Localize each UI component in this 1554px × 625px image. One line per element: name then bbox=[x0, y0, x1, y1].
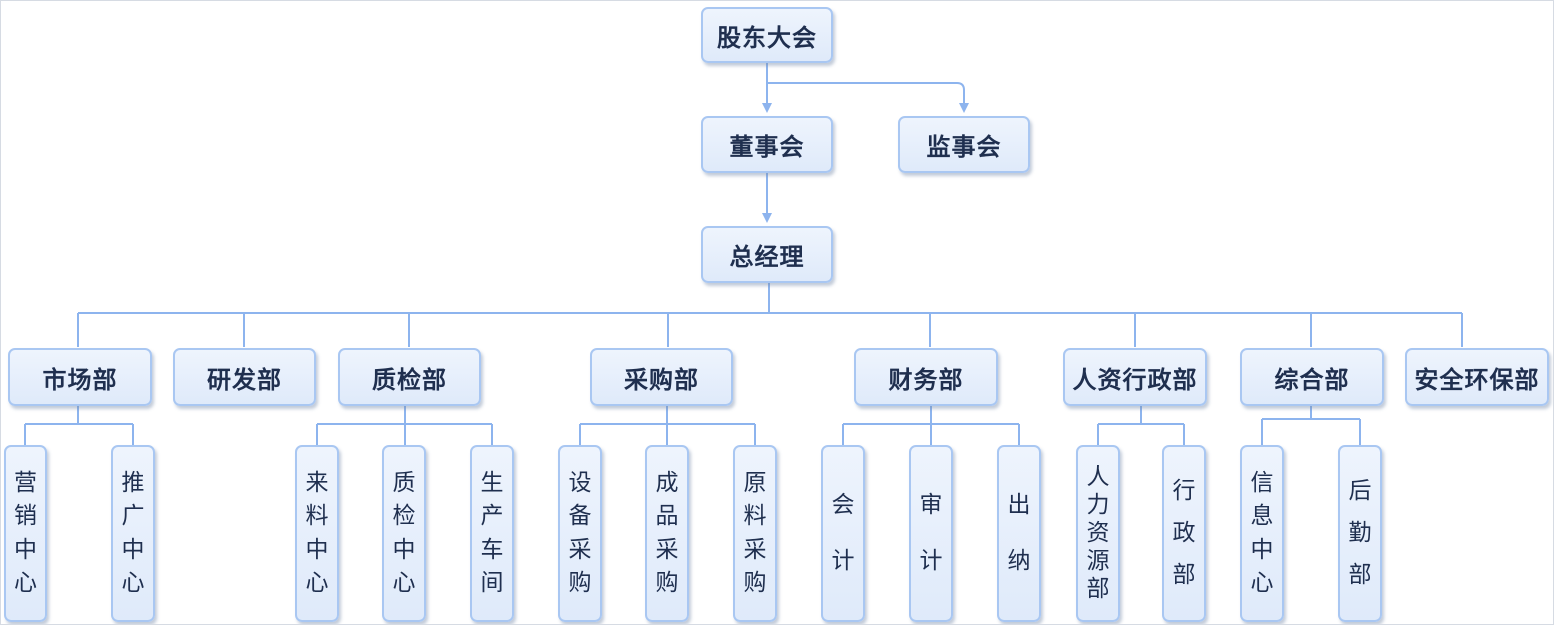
line-marketing-sub bbox=[24, 406, 134, 445]
node-shareholders-meeting: 股东大会 bbox=[701, 7, 833, 63]
node-char: 后 bbox=[1348, 478, 1372, 504]
node-char: 心 bbox=[1250, 570, 1274, 597]
node-information-center: 信息中心 bbox=[1240, 445, 1284, 622]
node-char: 营 bbox=[14, 469, 37, 496]
node-finished-goods-purchasing: 成品采购 bbox=[645, 445, 689, 622]
node-char: 推 bbox=[121, 469, 145, 496]
node-char: 力 bbox=[1086, 492, 1110, 518]
node-char: 计 bbox=[831, 548, 855, 574]
node-char: 备 bbox=[568, 503, 592, 530]
node-board-of-directors: 董事会 bbox=[701, 116, 833, 173]
node-rnd-dept: 研发部 bbox=[173, 348, 316, 406]
node-char: 中 bbox=[1250, 536, 1274, 563]
node-char: 采 bbox=[655, 536, 679, 563]
node-char: 生 bbox=[480, 469, 504, 496]
line-qc-sub bbox=[316, 406, 493, 445]
node-general-dept: 综合部 bbox=[1240, 348, 1384, 406]
node-char: 品 bbox=[655, 503, 679, 530]
node-char: 设 bbox=[568, 469, 592, 496]
node-char: 采 bbox=[743, 536, 767, 563]
node-char: 出 bbox=[1007, 492, 1031, 518]
line-general-sub bbox=[1261, 406, 1361, 445]
node-char: 广 bbox=[121, 503, 145, 530]
line-purchasing-sub bbox=[579, 406, 756, 445]
node-char: 勤 bbox=[1348, 520, 1372, 546]
node-promotion-center: 推广中心 bbox=[111, 445, 155, 622]
node-sales-center: 营销中心 bbox=[4, 445, 47, 622]
node-audit: 审计 bbox=[909, 445, 953, 622]
line-shareholders-supervisors bbox=[767, 82, 969, 113]
node-purchasing-dept: 采购部 bbox=[590, 348, 733, 406]
node-char: 中 bbox=[305, 536, 329, 563]
node-accounting: 会计 bbox=[821, 445, 865, 622]
line-finance-sub bbox=[842, 406, 1020, 445]
node-cashier: 出纳 bbox=[997, 445, 1041, 622]
node-quality-inspection-center: 质检中心 bbox=[382, 445, 426, 622]
node-char: 料 bbox=[743, 503, 767, 530]
node-char: 检 bbox=[392, 503, 416, 530]
line-hradmin-sub bbox=[1097, 406, 1185, 445]
node-char: 计 bbox=[919, 548, 943, 574]
node-qc-dept: 质检部 bbox=[338, 348, 481, 406]
node-raw-material-purchasing: 原料采购 bbox=[733, 445, 777, 622]
node-production-workshop: 生产车间 bbox=[470, 445, 514, 622]
node-char: 料 bbox=[305, 503, 329, 530]
node-char: 纳 bbox=[1007, 548, 1031, 574]
node-char: 息 bbox=[1250, 503, 1274, 530]
node-char: 资 bbox=[1086, 520, 1110, 546]
node-marketing-dept: 市场部 bbox=[8, 348, 152, 406]
node-char: 中 bbox=[392, 536, 416, 563]
node-char: 来 bbox=[305, 469, 329, 496]
node-char: 质 bbox=[392, 469, 416, 496]
node-char: 原 bbox=[743, 469, 767, 496]
node-char: 信 bbox=[1250, 469, 1274, 496]
node-board-of-supervisors: 监事会 bbox=[898, 116, 1030, 173]
node-char: 中 bbox=[121, 536, 145, 563]
node-logistics: 后勤部 bbox=[1338, 445, 1382, 622]
node-finance-dept: 财务部 bbox=[854, 348, 998, 406]
node-char: 购 bbox=[743, 570, 767, 597]
node-general-manager: 总经理 bbox=[701, 226, 833, 283]
node-char: 采 bbox=[568, 536, 592, 563]
node-char: 产 bbox=[480, 503, 504, 530]
node-char: 人 bbox=[1086, 464, 1110, 490]
node-char: 审 bbox=[919, 492, 943, 518]
node-incoming-material-center: 来料中心 bbox=[295, 445, 339, 622]
node-char: 购 bbox=[655, 570, 679, 597]
node-char: 车 bbox=[480, 536, 504, 563]
node-char: 心 bbox=[121, 570, 145, 597]
line-gm-departments bbox=[77, 283, 1463, 347]
node-equipment-purchasing: 设备采购 bbox=[558, 445, 602, 622]
node-hr-admin-dept: 人资行政部 bbox=[1063, 348, 1207, 406]
node-char: 成 bbox=[655, 469, 679, 496]
node-char: 心 bbox=[305, 570, 329, 597]
node-char: 购 bbox=[568, 570, 592, 597]
node-char: 源 bbox=[1086, 548, 1110, 574]
node-char: 心 bbox=[392, 570, 416, 597]
node-char: 政 bbox=[1172, 520, 1196, 546]
node-administration: 行政部 bbox=[1162, 445, 1206, 622]
node-char: 会 bbox=[831, 492, 855, 518]
node-char: 行 bbox=[1172, 478, 1196, 504]
node-char: 部 bbox=[1348, 562, 1372, 588]
node-char: 间 bbox=[480, 570, 504, 597]
node-char: 中 bbox=[14, 536, 37, 563]
node-safety-env-dept: 安全环保部 bbox=[1405, 348, 1549, 406]
node-char: 心 bbox=[14, 570, 37, 597]
node-char: 部 bbox=[1172, 562, 1196, 588]
node-human-resources: 人力资源部 bbox=[1076, 445, 1120, 622]
node-char: 部 bbox=[1086, 576, 1110, 602]
node-char: 销 bbox=[14, 503, 37, 530]
